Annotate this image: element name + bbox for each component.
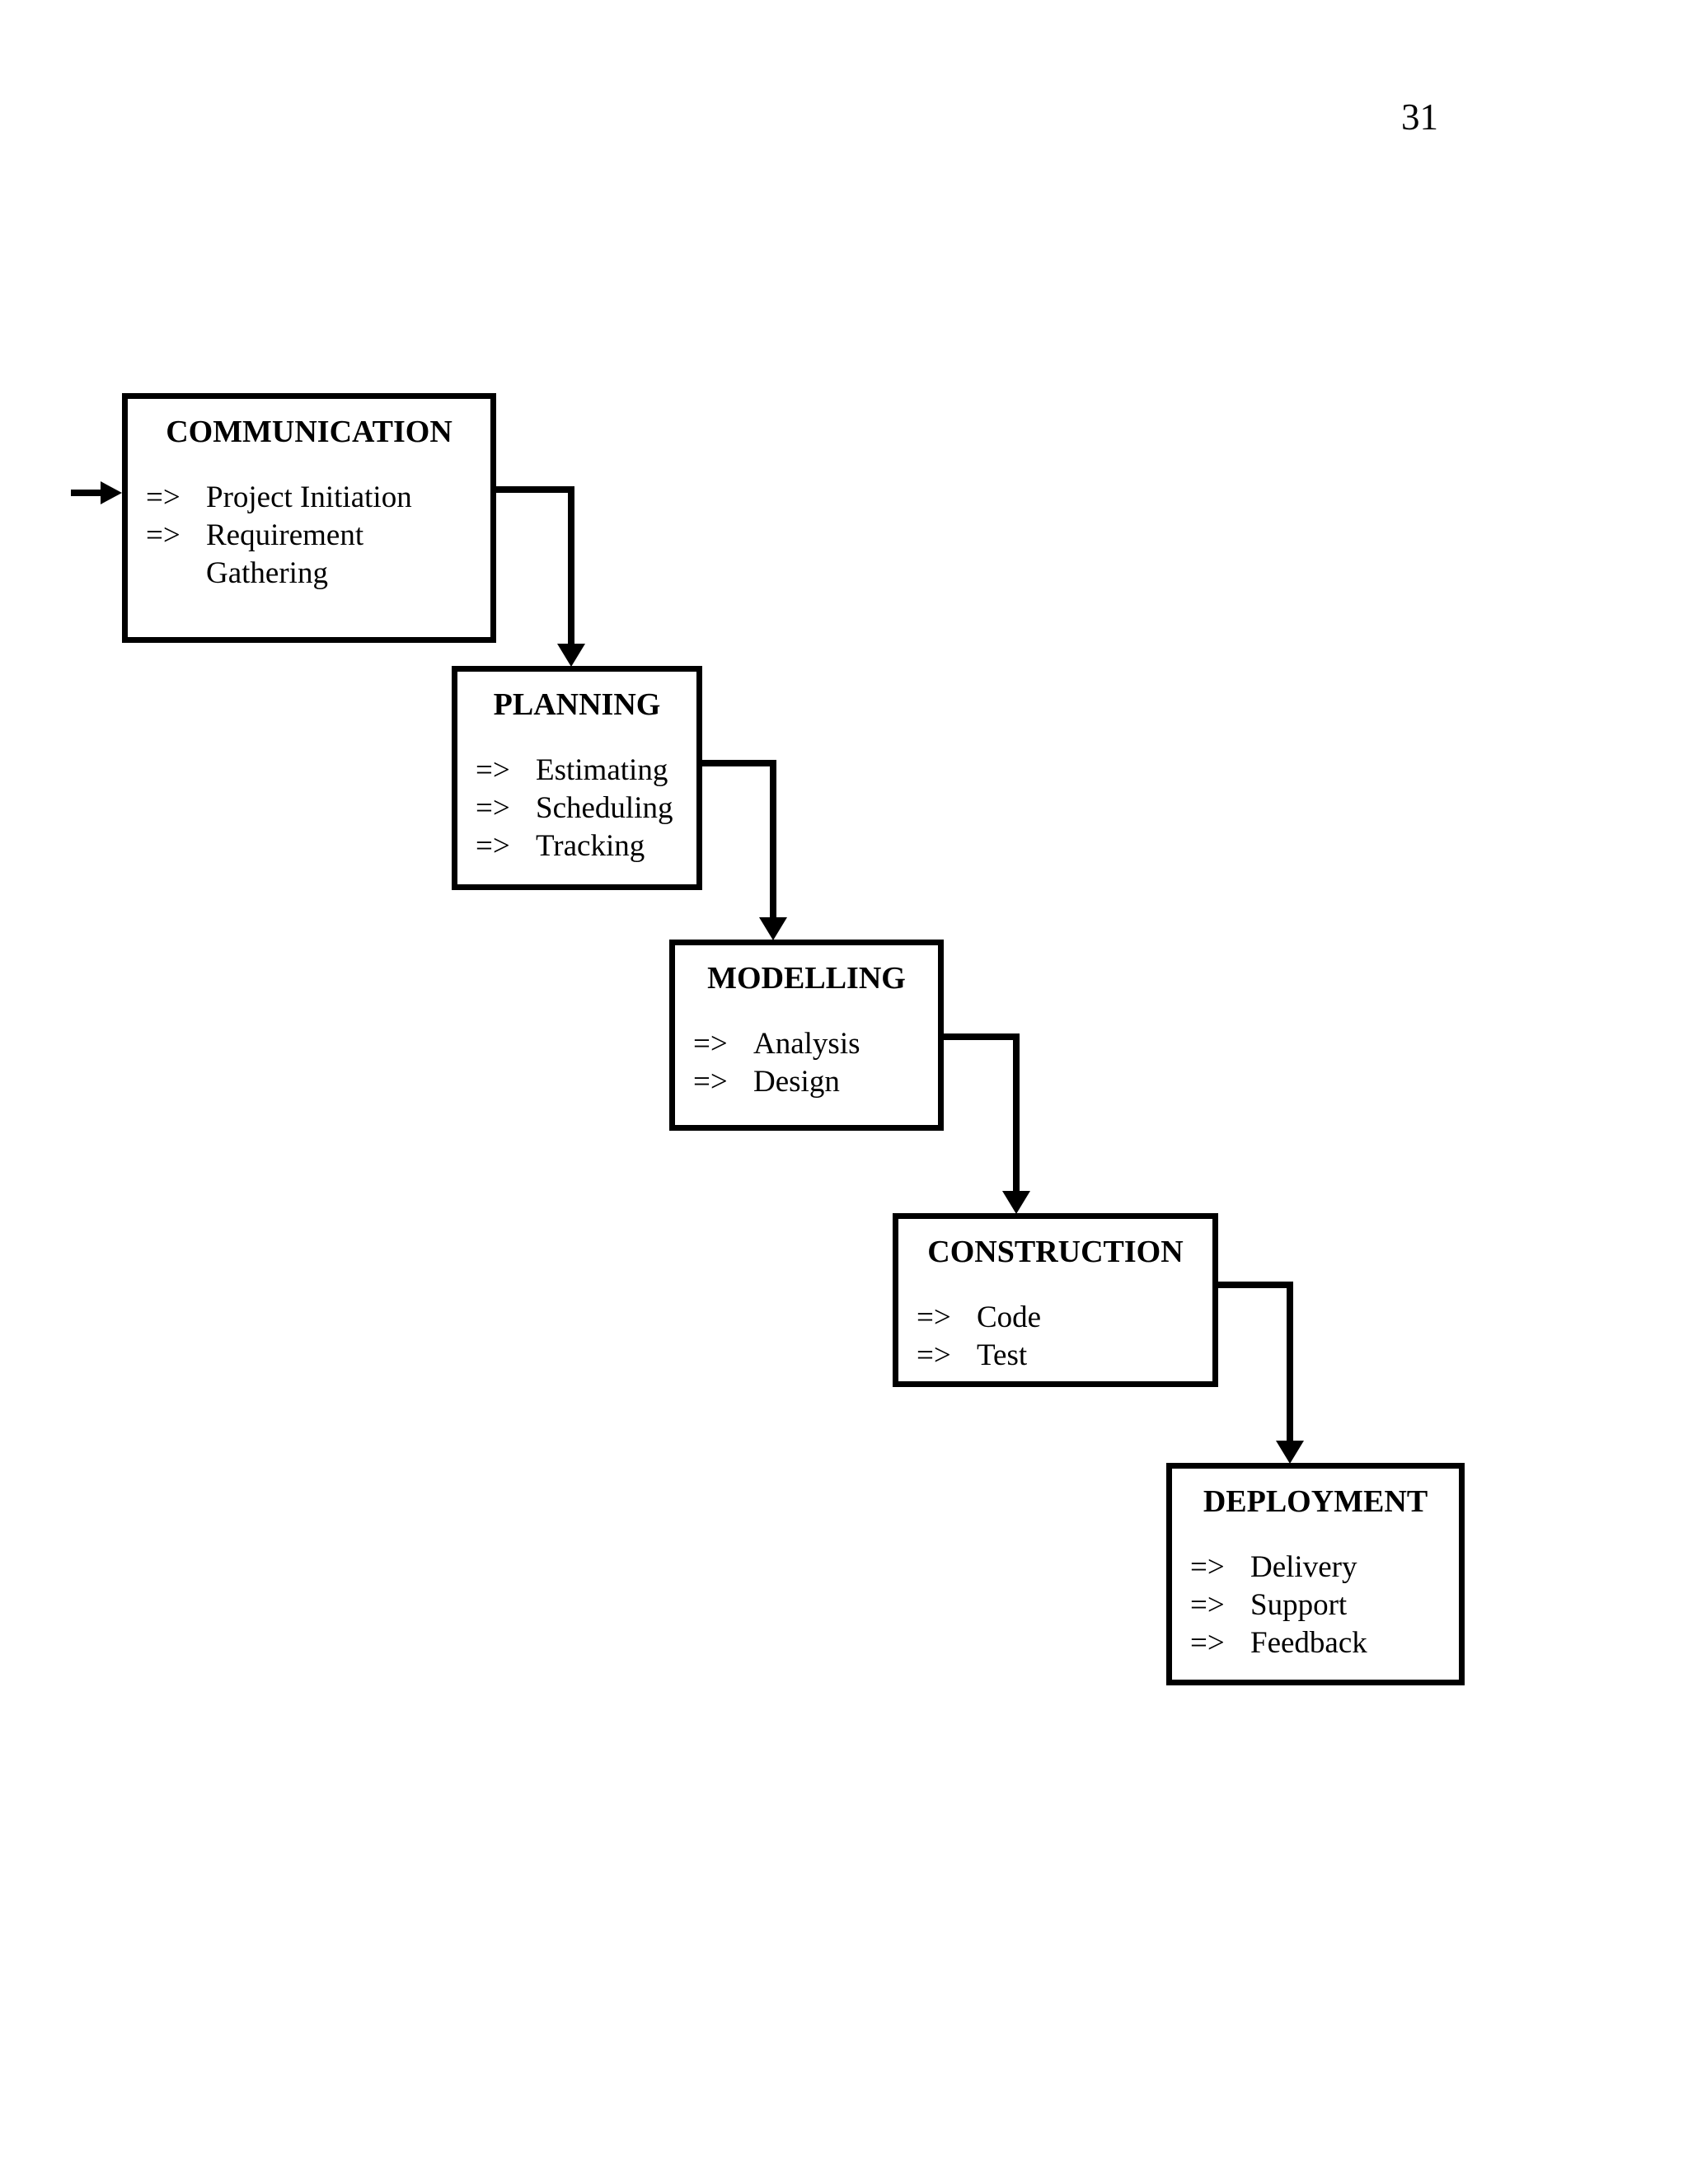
connector-construction-deployment-horizontal — [1213, 1282, 1293, 1288]
box-item-list: => Estimating => Scheduling => Tracking — [457, 752, 696, 865]
entry-arrow-shaft — [71, 490, 106, 496]
item-arrow-prefix: => — [917, 1338, 951, 1372]
item-text: Scheduling — [536, 791, 673, 825]
item-arrow-prefix: => — [1190, 1550, 1225, 1584]
item-arrow-prefix: => — [476, 791, 510, 825]
item-arrow-prefix: => — [693, 1065, 728, 1099]
communication-box: COMMUNICATION => Project Initiation => R… — [122, 393, 496, 643]
box-item-list: => Delivery => Support => Feedback — [1172, 1549, 1459, 1662]
box-item: => Analysis — [693, 1025, 928, 1063]
box-title: DEPLOYMENT — [1203, 1484, 1428, 1519]
item-arrow-prefix: => — [1190, 1626, 1225, 1660]
item-text: Code — [977, 1301, 1042, 1334]
planning-box: PLANNING => Estimating => Scheduling => … — [452, 666, 702, 890]
box-title: CONSTRUCTION — [927, 1235, 1184, 1269]
item-text: Analysis — [753, 1027, 860, 1061]
item-arrow-prefix: => — [476, 829, 510, 863]
connector-planning-modelling-arrowhead-icon — [759, 917, 787, 940]
item-arrow-prefix: => — [693, 1027, 728, 1061]
item-text: Project Initiation — [206, 480, 412, 514]
item-arrow-prefix: => — [1190, 1588, 1225, 1622]
box-item-list: => Analysis => Design — [675, 1025, 938, 1101]
box-item: => Support — [1190, 1586, 1449, 1624]
box-item: => Delivery — [1190, 1549, 1449, 1586]
connector-construction-deployment-vertical — [1287, 1282, 1293, 1444]
page-number: 31 — [1401, 96, 1438, 138]
item-arrow-prefix: => — [476, 753, 510, 787]
box-item: => Design — [693, 1063, 928, 1101]
box-item: => Tracking — [476, 827, 687, 865]
connector-construction-deployment-arrowhead-icon — [1276, 1441, 1304, 1464]
item-text: Estimating — [536, 753, 668, 787]
item-text: Requirement Gathering — [206, 518, 364, 590]
connector-planning-modelling-horizontal — [697, 760, 776, 766]
box-title: PLANNING — [493, 687, 661, 722]
item-text: Tracking — [536, 829, 645, 863]
connector-modelling-construction-horizontal — [939, 1033, 1020, 1040]
item-text: Test — [977, 1338, 1028, 1372]
box-item: => Project Initiation — [146, 479, 481, 517]
box-title: COMMUNICATION — [166, 415, 452, 449]
item-arrow-prefix: => — [146, 518, 181, 552]
box-item: => Code — [917, 1299, 1203, 1337]
connector-communication-planning-vertical — [568, 486, 574, 647]
connector-communication-planning-arrowhead-icon — [557, 644, 585, 667]
modelling-box: MODELLING => Analysis => Design — [669, 940, 944, 1131]
box-title: MODELLING — [707, 961, 906, 996]
construction-box: CONSTRUCTION => Code => Test — [893, 1213, 1218, 1387]
box-item: => Scheduling — [476, 790, 687, 827]
deployment-box: DEPLOYMENT => Delivery => Support => Fee… — [1166, 1463, 1465, 1685]
entry-arrowhead-icon — [101, 481, 122, 504]
item-arrow-prefix: => — [146, 480, 181, 514]
item-text: Support — [1250, 1588, 1348, 1622]
connector-communication-planning-horizontal — [491, 486, 574, 493]
connector-modelling-construction-vertical — [1013, 1033, 1020, 1194]
item-text: Design — [753, 1065, 840, 1099]
item-arrow-prefix: => — [917, 1301, 951, 1334]
box-item: => Test — [917, 1337, 1203, 1375]
box-item: => Requirement Gathering — [146, 517, 481, 593]
box-item: => Feedback — [1190, 1624, 1449, 1662]
item-text: Feedback — [1250, 1626, 1367, 1660]
box-item-list: => Project Initiation => Requirement Gat… — [128, 479, 490, 593]
box-item: => Estimating — [476, 752, 687, 790]
item-text: Delivery — [1250, 1550, 1357, 1584]
connector-planning-modelling-vertical — [770, 760, 776, 921]
connector-modelling-construction-arrowhead-icon — [1002, 1191, 1030, 1214]
box-item-list: => Code => Test — [898, 1299, 1212, 1375]
